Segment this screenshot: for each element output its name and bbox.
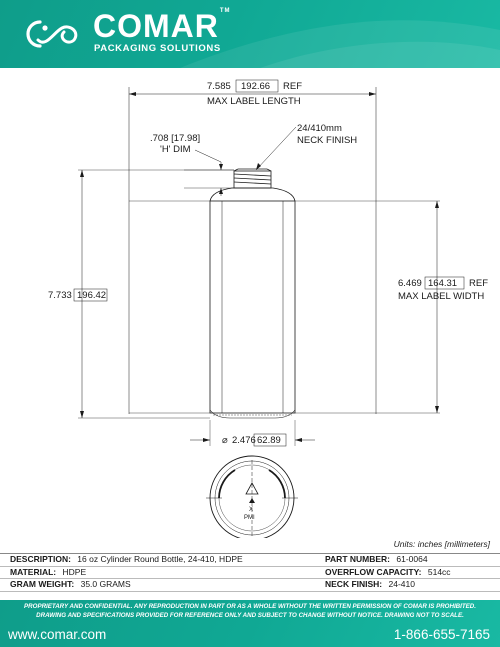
- legal-line: PROPRIETARY AND CONFIDENTIAL. ANY REPROD…: [24, 603, 476, 610]
- h-dim-value: .708 [17.98]: [150, 133, 200, 144]
- overall-height-value: 7.733: [48, 290, 72, 301]
- part-number-label: PART NUMBER:: [325, 554, 391, 564]
- gram-weight-value: 35.0 GRAMS: [80, 579, 131, 589]
- spec-table: DESCRIPTION: 16 oz Cylinder Round Bottle…: [0, 553, 500, 592]
- max-label-length-mm: 192.66: [241, 81, 270, 92]
- brand-tagline: PACKAGING SOLUTIONS: [94, 43, 221, 54]
- spec-row: GRAM WEIGHT: 35.0 GRAMS NECK FINISH: 24-…: [0, 579, 500, 592]
- diameter-mm: 62.89: [257, 435, 281, 446]
- bottle-bottom-view: [206, 455, 298, 538]
- h-dim-caption: 'H' DIM: [160, 144, 191, 155]
- trademark-mark: TM: [219, 8, 231, 14]
- max-label-width-value: 6.469: [398, 278, 422, 289]
- units-note: Units: inches [millimeters]: [393, 539, 490, 549]
- neck-finish-caption: NECK FINISH: [297, 135, 357, 146]
- neck-finish-value: 24-410: [388, 579, 415, 589]
- material-value: HDPE: [62, 566, 87, 577]
- max-label-width-caption: MAX LABEL WIDTH: [398, 291, 484, 302]
- technical-drawing: 7.585 192.66 REF MAX LABEL LENGTH .708 […: [48, 79, 488, 538]
- brand-name: COMARTM: [93, 8, 231, 44]
- overflow-capacity-value: 514cc: [427, 566, 451, 577]
- max-label-length-suffix: REF: [283, 81, 302, 92]
- overflow-capacity-label: OVERFLOW CAPACITY:: [325, 566, 422, 577]
- header-swoosh-decoration: [180, 20, 500, 68]
- recycle-triangle-icon: [245, 482, 259, 495]
- max-label-width-suffix: REF: [469, 278, 488, 289]
- diameter-symbol: ⌀: [222, 435, 228, 446]
- bottom-resin-code: PMI: [244, 515, 255, 521]
- bottle-body-outline: [209, 200, 296, 414]
- max-label-width-mm: 164.31: [428, 278, 457, 289]
- legal-notice: PROPRIETARY AND CONFIDENTIAL. ANY REPROD…: [0, 602, 500, 620]
- bottle-shoulder-outline: [209, 187, 296, 202]
- footer-banner: PROPRIETARY AND CONFIDENTIAL. ANY REPROD…: [0, 600, 500, 647]
- spec-row: MATERIAL: HDPE OVERFLOW CAPACITY: 514cc: [0, 566, 500, 579]
- spec-row: DESCRIPTION: 16 oz Cylinder Round Bottle…: [0, 554, 500, 567]
- description-value: 16 oz Cylinder Round Bottle, 24-410, HDP…: [77, 554, 243, 564]
- overall-height-mm: 196.42: [77, 290, 106, 301]
- max-label-length-caption: MAX LABEL LENGTH: [207, 96, 301, 107]
- material-label: MATERIAL:: [10, 566, 57, 577]
- diameter-value: 2.476: [232, 435, 256, 446]
- header-banner: COMARTM PACKAGING SOLUTIONS: [0, 0, 500, 68]
- description-label: DESCRIPTION:: [10, 554, 71, 564]
- neck-finish-value: 24/410mm: [297, 123, 342, 134]
- website-link[interactable]: www.comar.com: [8, 627, 107, 642]
- bottle-neck-threads: [233, 168, 272, 189]
- neck-finish-leader-line: [255, 126, 297, 171]
- bottom-x-mark: X: [249, 507, 253, 513]
- max-label-length-value: 7.585: [207, 81, 231, 92]
- phone-number[interactable]: 1-866-655-7165: [393, 627, 490, 642]
- neck-finish-label: NECK FINISH:: [325, 579, 383, 589]
- comar-logo-icon: [26, 20, 78, 48]
- gram-weight-label: GRAM WEIGHT:: [10, 579, 75, 589]
- part-number-value: 61-0064: [396, 554, 428, 564]
- legal-line: DRAWING AND SPECIFICATIONS PROVIDED FOR …: [36, 612, 464, 619]
